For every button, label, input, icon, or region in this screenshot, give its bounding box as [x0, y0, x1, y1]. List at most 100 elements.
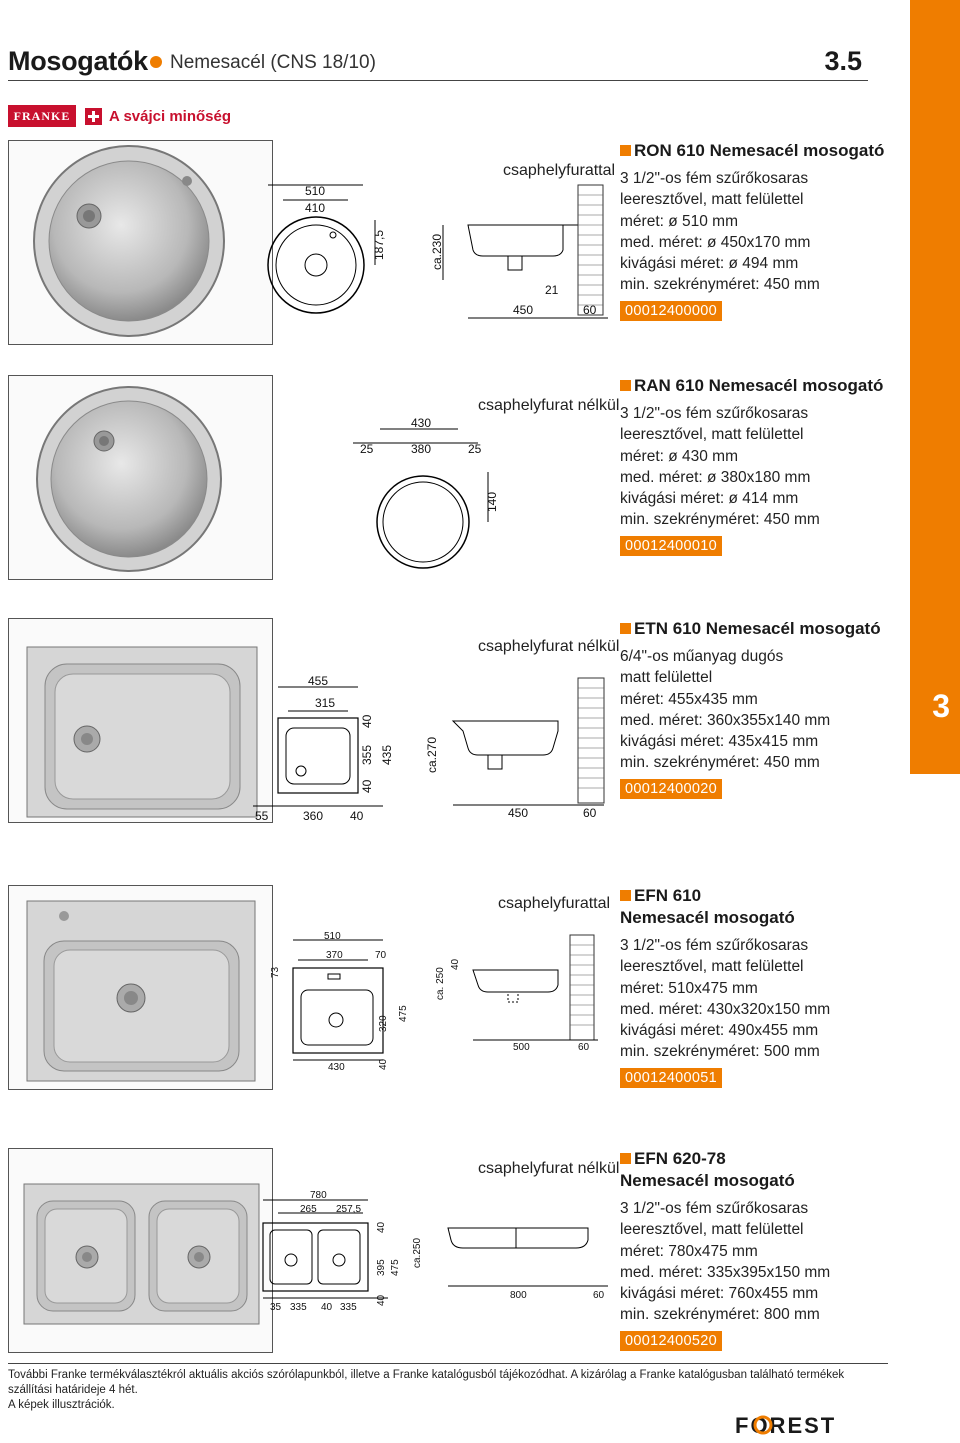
spec-line: med. méret: ø 380x180 mm: [620, 468, 811, 486]
svg-text:21: 21: [545, 283, 559, 297]
product-etn-610: 455 315 40 355 435 40 ca.270 450 60 55: [8, 618, 908, 828]
product-name-line2: Nemesacél mosogató: [620, 908, 795, 927]
product-specs: EFN 610 Nemesacél mosogató 3 1/2"-os fém…: [620, 885, 900, 1088]
franke-logo: FRANKE: [8, 105, 76, 127]
bullet-dot-icon: [150, 56, 162, 68]
product-name: EFN 610: [620, 885, 900, 907]
dim-label: 510: [305, 184, 325, 198]
spec-line: 3 1/2"-os fém szűrőkosaras: [620, 937, 809, 954]
svg-text:73: 73: [270, 966, 281, 978]
round-sink-illustration: [36, 386, 222, 572]
svg-text:370: 370: [326, 950, 343, 961]
spec-line: 3 1/2"-os fém szűrőkosaras: [620, 170, 809, 187]
svg-text:60: 60: [583, 303, 597, 317]
spec-line: min. szekrényméret: 450 mm: [620, 276, 820, 294]
svg-text:335: 335: [290, 1302, 307, 1313]
svg-text:500: 500: [513, 1042, 530, 1053]
tap-hole-label: csaphelyfurat nélkül: [478, 397, 620, 414]
chapter-tab: 3: [910, 0, 960, 774]
svg-text:380: 380: [411, 442, 431, 456]
bullet-square-icon: [620, 623, 631, 634]
svg-text:450: 450: [513, 303, 533, 317]
svg-text:335: 335: [340, 1302, 357, 1313]
svg-text:780: 780: [310, 1190, 327, 1201]
spec-line: kivágási méret: 760x455 mm: [620, 1285, 819, 1303]
tap-hole-label: csaphelyfurat nélkül: [478, 1160, 620, 1177]
svg-text:40: 40: [321, 1302, 333, 1313]
svg-text:355: 355: [360, 745, 374, 765]
svg-text:140: 140: [485, 492, 499, 512]
bottom-dimension-row: 55 360 40: [253, 802, 393, 824]
spec-line: min. szekrényméret: 500 mm: [620, 1043, 820, 1061]
footer-disclaimer: A képek illusztrációk.: [8, 1399, 115, 1411]
svg-text:800: 800: [510, 1290, 527, 1301]
forest-logo: FOREST: [735, 1413, 865, 1438]
technical-drawing: 510 410 187,5 ca.230 21 450 60: [263, 180, 613, 320]
product-efn-610: 510 370 70 73 320 475 40 430 ca. 250 40 …: [8, 885, 908, 1095]
spec-line: kivágási méret: ø 494 mm: [620, 255, 799, 273]
svg-text:265: 265: [300, 1204, 317, 1215]
svg-text:450: 450: [508, 806, 528, 820]
spec-line: 3 1/2"-os fém szűrőkosaras: [620, 405, 809, 422]
spec-line: kivágási méret: 435x415 mm: [620, 733, 819, 751]
section-number: 3.5: [824, 46, 862, 76]
svg-text:40: 40: [350, 809, 364, 823]
svg-text:475: 475: [398, 1005, 409, 1022]
product-photo: [8, 1148, 273, 1353]
technical-drawing: 430 25 380 25 140: [348, 416, 499, 569]
header-divider: [8, 80, 868, 81]
svg-text:35: 35: [270, 1302, 282, 1313]
svg-text:315: 315: [315, 696, 335, 710]
product-photo: [8, 618, 273, 823]
svg-text:430: 430: [411, 416, 431, 430]
brand-row: FRANKE A svájci minőség: [8, 104, 308, 130]
product-specs: ETN 610 Nemesacél mosogató 6/4"-os műany…: [620, 618, 900, 799]
svg-text:430: 430: [328, 1062, 345, 1073]
spec-line: leeresztővel, matt felülettel: [620, 1221, 804, 1239]
product-specs: EFN 620-78 Nemesacél mosogató 3 1/2"-os …: [620, 1148, 900, 1351]
product-specs: RON 610 Nemesacél mosogató 3 1/2"-os fém…: [620, 140, 900, 321]
svg-text:257,5: 257,5: [336, 1204, 361, 1215]
svg-text:40: 40: [450, 958, 461, 970]
bullet-square-icon: [620, 380, 631, 391]
product-ron-610: 510 410 187,5 ca.230 21 450 60 csaphelyf…: [8, 140, 908, 350]
svg-text:187,5: 187,5: [372, 230, 386, 260]
spec-line: med. méret: ø 450x170 mm: [620, 233, 811, 251]
svg-text:455: 455: [308, 674, 328, 688]
svg-text:60: 60: [593, 1290, 605, 1301]
svg-text:25: 25: [468, 442, 482, 456]
svg-text:395: 395: [376, 1259, 387, 1276]
product-photo: [8, 140, 273, 345]
product-photo: [8, 885, 273, 1090]
brand-tagline: A svájci minőség: [109, 108, 231, 125]
tap-hole-label: csaphelyfurattal: [498, 895, 611, 912]
page-footer: További Franke termékválasztékról aktuál…: [8, 1363, 888, 1413]
technical-drawing: 455 315 40 355 435 40 ca.270 450 60: [253, 673, 618, 823]
spec-line: 3 1/2"-os fém szűrőkosaras: [620, 1200, 809, 1217]
svg-text:ca.230: ca.230: [430, 234, 444, 270]
double-sink-illustration: [23, 1183, 260, 1325]
dim-label: 410: [305, 201, 325, 215]
spec-line: kivágási méret: 490x455 mm: [620, 1022, 819, 1040]
svg-text:55: 55: [255, 809, 269, 823]
svg-text:25: 25: [360, 442, 374, 456]
product-efn-620-78: 780 265 257,5 40 395 475 40 35 335 40 33…: [8, 1148, 908, 1358]
spec-line: min. szekrényméret: 800 mm: [620, 1306, 820, 1324]
spec-line: med. méret: 430x320x150 mm: [620, 1000, 831, 1018]
spec-line: 6/4"-os műanyag dugós: [620, 648, 784, 665]
svg-text:60: 60: [583, 806, 597, 820]
svg-text:40: 40: [360, 714, 374, 728]
svg-text:FOREST: FOREST: [735, 1413, 836, 1437]
swiss-cross-icon: [85, 108, 102, 125]
round-sink-illustration: [33, 145, 225, 337]
product-name-line2: Nemesacél mosogató: [620, 1171, 795, 1190]
technical-drawing: 510 370 70 73 320 475 40 430 ca. 250 40 …: [258, 930, 608, 1080]
product-specs: RAN 610 Nemesacél mosogató 3 1/2"-os fém…: [620, 375, 900, 556]
product-code-badge: 00012400520: [620, 1330, 723, 1351]
spec-line: leeresztővel, matt felülettel: [620, 426, 804, 444]
svg-text:ca.270: ca.270: [425, 737, 439, 773]
spec-line: med. méret: 360x355x140 mm: [620, 711, 831, 729]
product-name: RON 610 Nemesacél mosogató: [620, 140, 900, 162]
product-code-badge: 00012400000: [620, 300, 723, 321]
svg-text:320: 320: [378, 1015, 389, 1032]
